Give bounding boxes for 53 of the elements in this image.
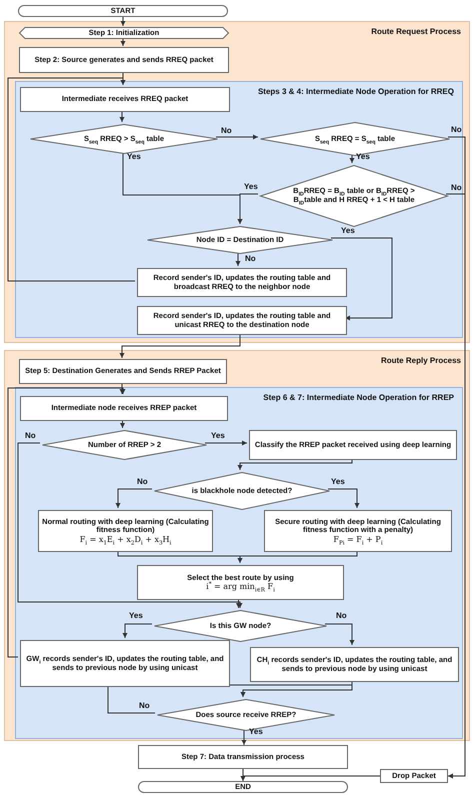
edge-label: No	[138, 702, 151, 710]
formula: i$^{*}$ = arg min$_{i∈R}$ F$_{i}$	[206, 582, 275, 592]
flow-arrow	[446, 194, 466, 778]
flow-arrow	[120, 332, 240, 358]
edge-label: No	[244, 255, 257, 263]
flow-arrow	[18, 442, 242, 608]
flow-arrow	[328, 488, 360, 508]
flow-arrow	[238, 550, 358, 564]
flow-arrow	[330, 238, 392, 320]
panel-heading: Steps 3 & 4: Intermediate Node Operation for RREQ	[258, 87, 454, 96]
formula: F$_{i}$ = x$_{1}$E$_{i}$ + x$_{2}$D$_{i}$ + x$_{3}$H$_{i}$	[80, 535, 172, 544]
flow-arrow	[120, 110, 124, 122]
flow-arrow	[242, 728, 246, 746]
edge-label: Yes	[340, 227, 356, 235]
edge-label: Yes	[128, 612, 144, 620]
process-panel	[4, 21, 470, 343]
flow-arrow	[120, 38, 126, 46]
edge-label: No	[136, 478, 149, 486]
edge-label: No	[220, 127, 233, 135]
edge-label: No	[450, 184, 463, 192]
process-box	[264, 510, 452, 552]
flow-arrow	[122, 624, 152, 638]
panel-heading: Step 6 & 7: Intermediate Node Operation for RREP	[263, 393, 454, 402]
flow-arrow	[236, 252, 240, 266]
edge-label: Yes	[330, 478, 346, 486]
edge-label: Yes	[126, 153, 142, 161]
flow-arrow	[240, 776, 380, 782]
flow-arrow	[324, 624, 354, 646]
flow-arrow	[120, 382, 124, 394]
edge-label: No	[450, 126, 463, 134]
flow-arrow	[120, 16, 126, 26]
panel-heading: Route Request Process	[371, 27, 461, 36]
flow-arrow	[238, 194, 258, 224]
formula: F$_{Pi}$ = F$_{i}$ + P$_{i}$	[333, 535, 383, 544]
edge-label: No	[335, 612, 348, 620]
flow-arrow	[8, 78, 136, 282]
flow-arrow	[204, 440, 248, 446]
edge-label: Yes	[355, 153, 371, 161]
flow-arrow	[120, 418, 125, 428]
flow-arrow	[236, 598, 241, 608]
flow-arrow	[8, 388, 126, 658]
edge-label: No	[24, 432, 37, 440]
flow-arrow	[216, 134, 258, 140]
flow-arrow	[238, 458, 352, 470]
edge-label: Yes	[210, 432, 226, 440]
process-panel	[15, 81, 463, 338]
process-box	[38, 510, 213, 552]
panel-heading: Route Reply Process	[380, 356, 461, 365]
flow-arrow	[116, 488, 152, 508]
flow-arrow	[350, 154, 354, 164]
edge-label: Yes	[243, 183, 259, 191]
process-box	[137, 565, 344, 600]
edge-label: Yes	[248, 728, 264, 736]
